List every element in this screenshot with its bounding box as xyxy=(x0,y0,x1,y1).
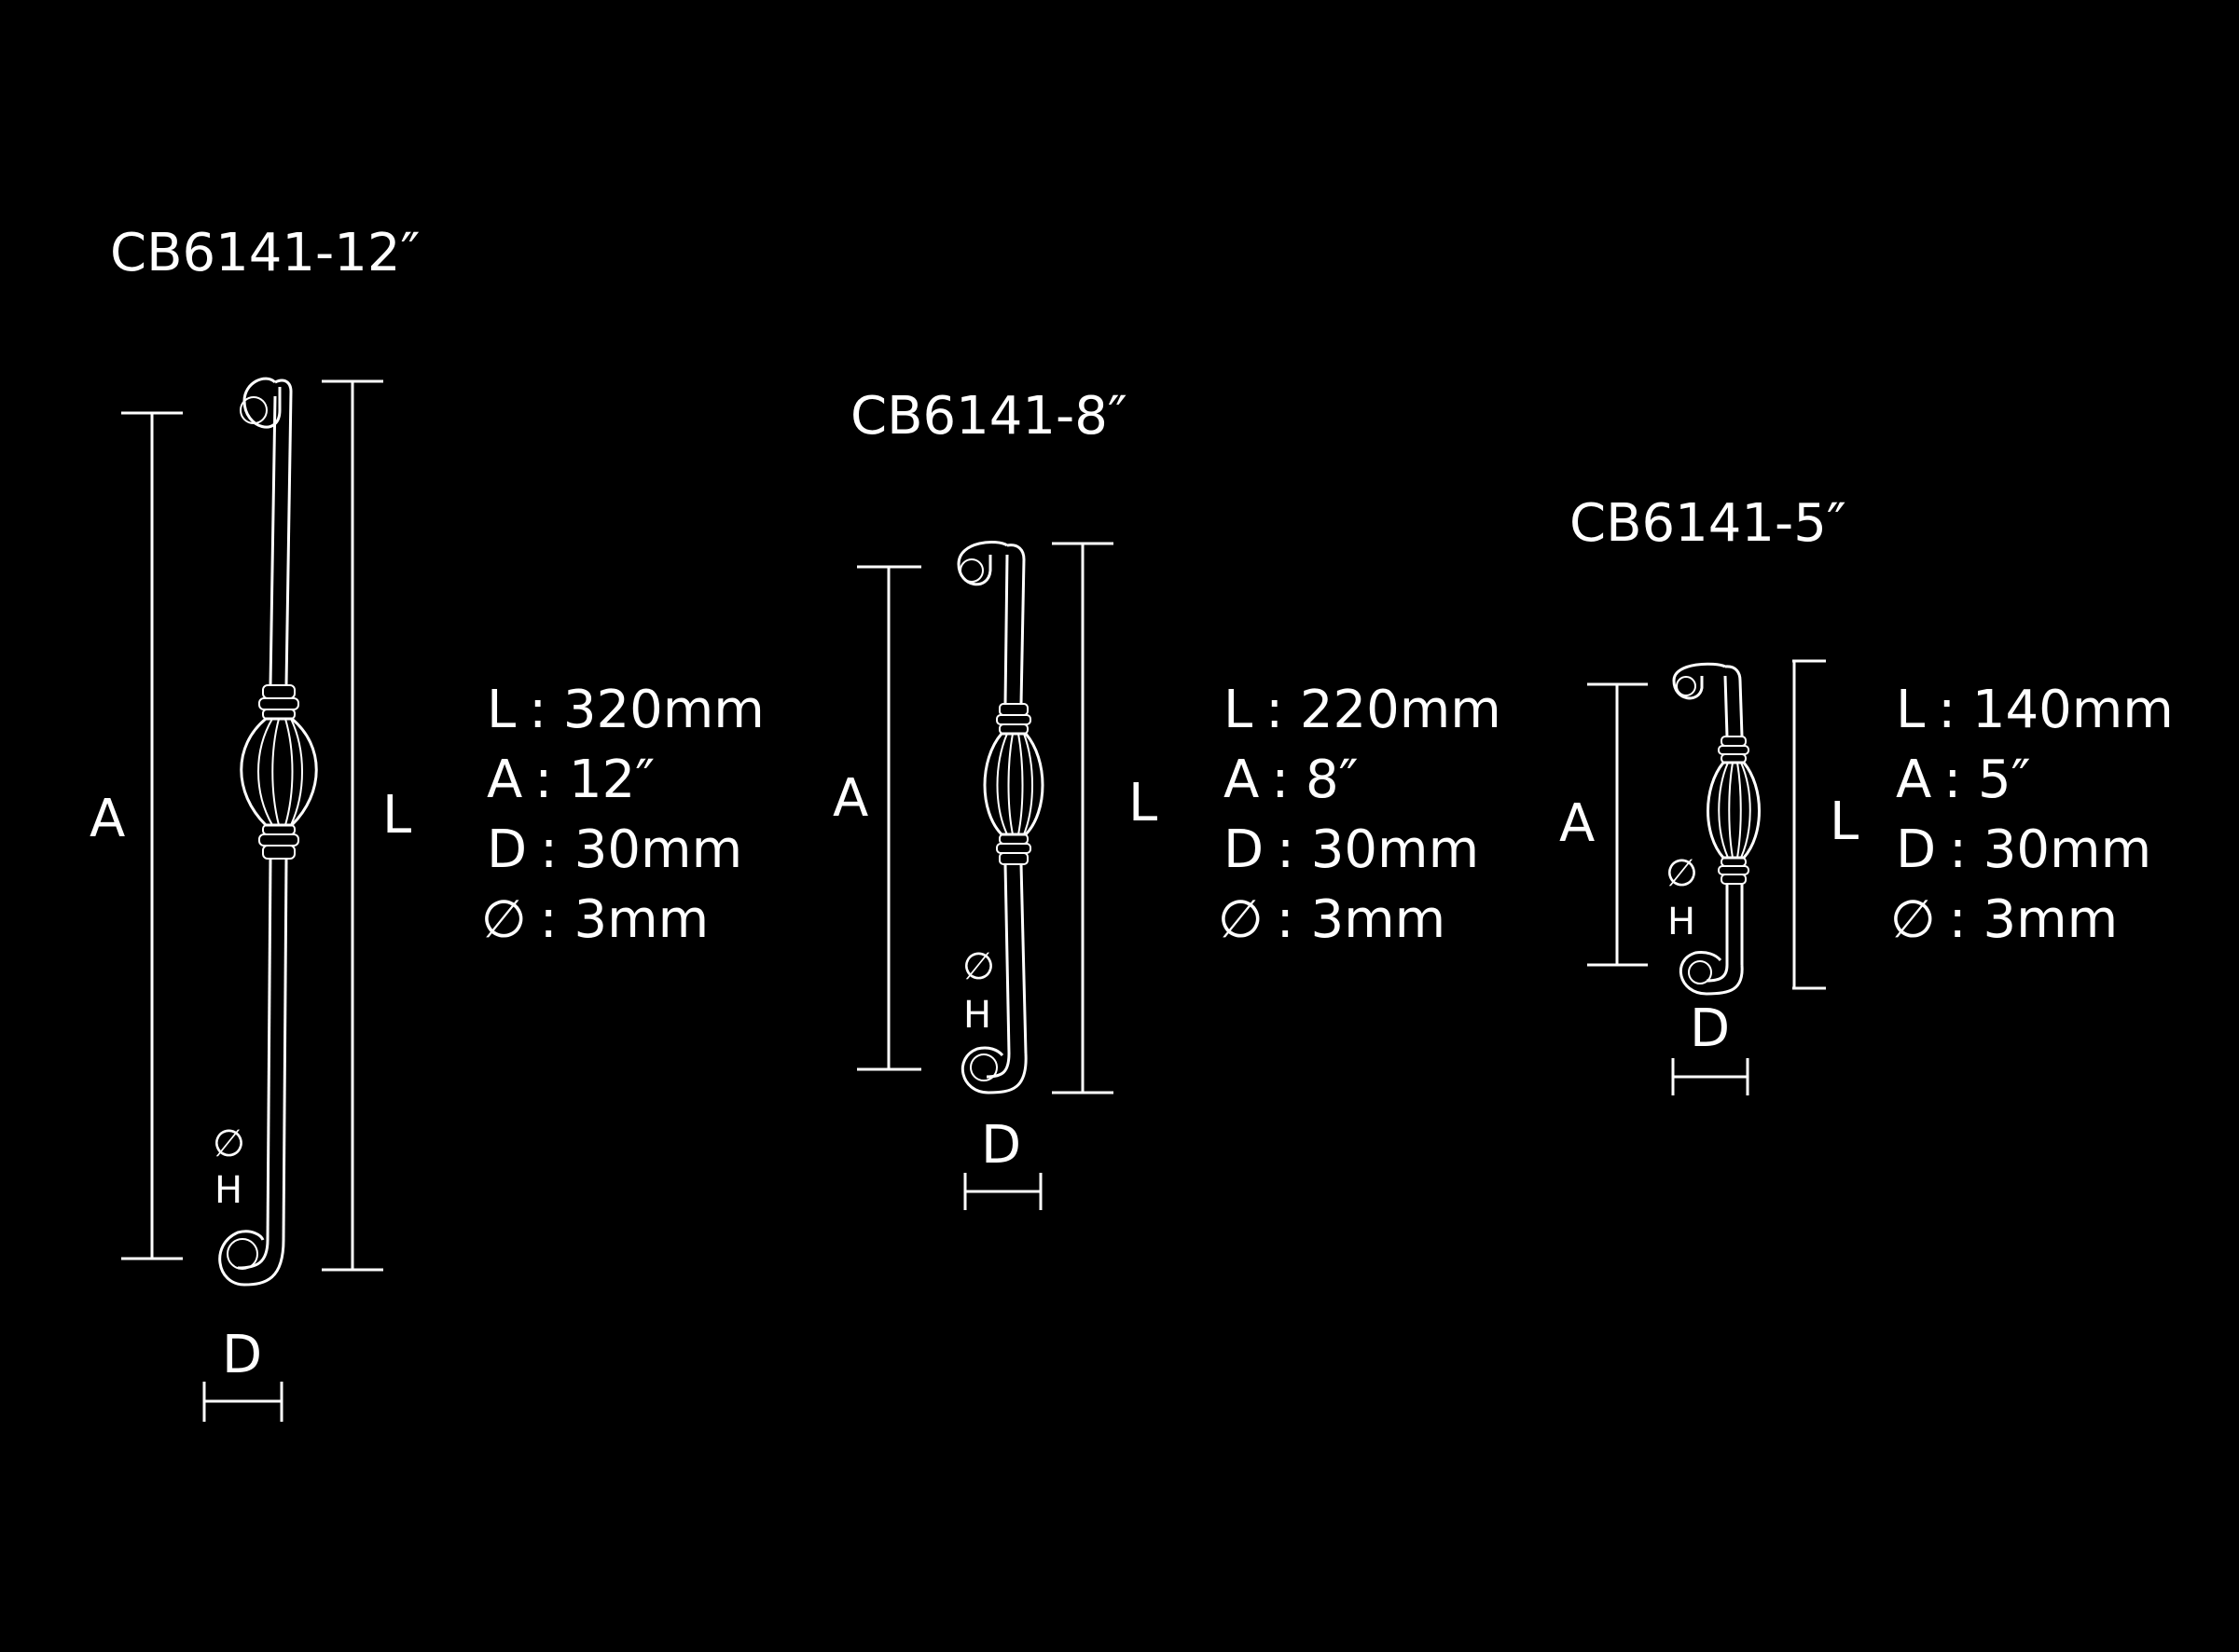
product-cb6141-5: CB6141-5″ A L xyxy=(1559,493,2174,1095)
dimension-l: L xyxy=(1792,659,1859,990)
dimension-l-label: L xyxy=(1128,773,1157,833)
spec-diameter: ∅: 3mm xyxy=(481,889,709,950)
dimension-l-label: L xyxy=(1830,792,1859,852)
handle-drawing xyxy=(1672,662,1761,996)
dimension-d-label: D xyxy=(981,1115,1021,1176)
h-symbol: H xyxy=(963,994,991,1037)
spec-a: A: 8″ xyxy=(1223,750,1359,810)
model-title: CB6141-12″ xyxy=(110,223,420,283)
product-cb6141-8: CB6141-8″ A L xyxy=(833,386,1501,1210)
diameter-symbol: ∅ xyxy=(213,1122,245,1165)
dimension-a: A xyxy=(833,565,921,1071)
dimension-d: D xyxy=(202,1325,283,1422)
spec-list: L: 320mm A: 12″ D: 30mm ∅: 3mm xyxy=(481,680,765,950)
diameter-symbol: ∅ xyxy=(962,945,995,988)
spec-length: L: 320mm xyxy=(487,680,765,740)
spec-d: D: 30mm xyxy=(1223,819,1479,880)
spec-diameter: ∅: 3mm xyxy=(1218,889,1445,950)
dimension-d-label: D xyxy=(1690,998,1730,1059)
dimension-l: L xyxy=(1052,542,1157,1094)
h-symbol: H xyxy=(1667,901,1695,943)
spec-a: A: 12″ xyxy=(487,750,655,810)
spec-a: A: 5″ xyxy=(1896,750,2031,810)
dimension-d: D xyxy=(1671,998,1749,1095)
dimension-l: L xyxy=(322,379,411,1272)
dimension-a: A xyxy=(90,411,183,1260)
diameter-symbol: ∅ xyxy=(1665,852,1698,895)
dimension-a-label: A xyxy=(1559,793,1595,854)
diameter-marker: ∅ H xyxy=(1665,852,1698,943)
dimension-a: A xyxy=(1559,682,1648,967)
dimension-l-label: L xyxy=(382,785,411,846)
spec-diameter: ∅: 3mm xyxy=(1890,889,2118,950)
spec-d: D: 30mm xyxy=(1896,819,2151,880)
dimension-d-label: D xyxy=(222,1325,262,1385)
model-title: CB6141-5″ xyxy=(1569,493,1846,554)
model-title: CB6141-8″ xyxy=(850,386,1127,447)
handle-drawing xyxy=(957,541,1044,1094)
spec-list: L: 220mm A: 8″ D: 30mm ∅: 3mm xyxy=(1218,680,1501,950)
spec-length: L: 220mm xyxy=(1223,680,1501,740)
dimension-d: D xyxy=(963,1115,1043,1210)
spec-length: L: 140mm xyxy=(1896,680,2174,740)
handle-drawing xyxy=(218,377,318,1287)
product-cb6141-12: CB6141-12″ A L xyxy=(90,223,765,1422)
diameter-marker: ∅ H xyxy=(213,1122,245,1212)
diameter-marker: ∅ H xyxy=(962,945,995,1037)
spec-d: D: 30mm xyxy=(487,819,742,880)
h-symbol: H xyxy=(214,1169,242,1212)
spec-list: L: 140mm A: 5″ D: 30mm ∅: 3mm xyxy=(1890,680,2174,950)
dimension-a-label: A xyxy=(90,789,125,849)
dimension-a-label: A xyxy=(833,768,868,829)
